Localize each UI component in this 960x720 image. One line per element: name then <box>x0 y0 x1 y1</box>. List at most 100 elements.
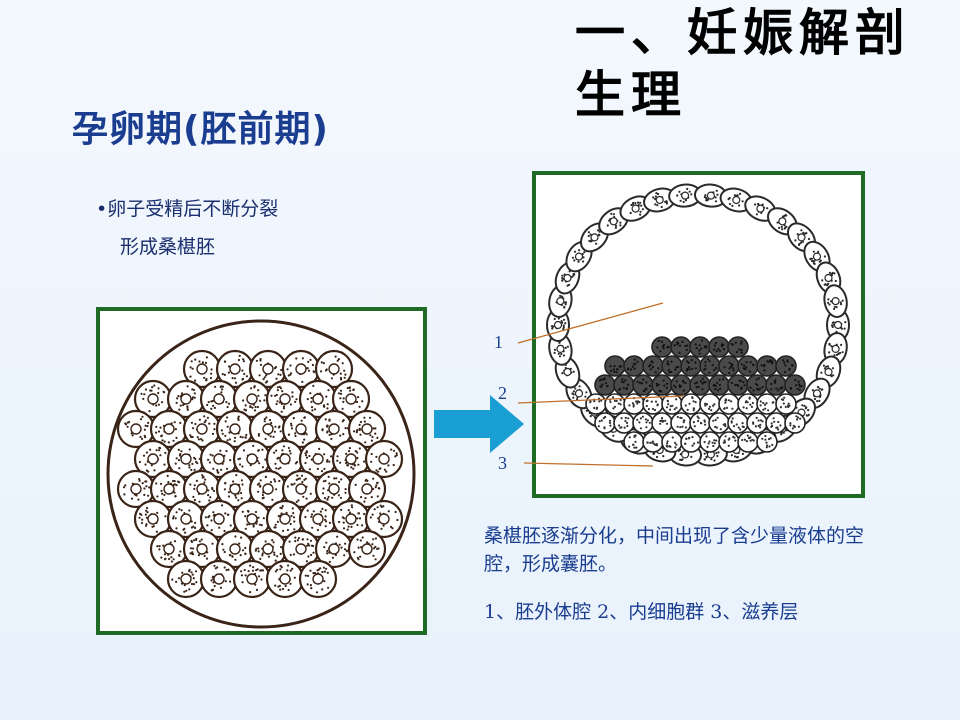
inner-cell <box>727 336 749 358</box>
bullet-text: •卵子受精后不断分裂 形成桑椹胚 <box>96 190 278 266</box>
blastocyst-figure <box>532 171 865 498</box>
inner-cell <box>642 431 664 453</box>
morula-cell <box>364 499 404 539</box>
inner-cell <box>784 412 806 434</box>
inner-cell <box>756 393 778 415</box>
inner-cell <box>756 431 778 453</box>
morula-cell <box>232 559 272 599</box>
morula-cell <box>133 379 173 419</box>
morula-cell <box>314 349 354 389</box>
inner-cell <box>670 374 692 396</box>
inner-cell <box>661 393 683 415</box>
inner-cell <box>689 374 711 396</box>
inner-cell <box>623 431 645 453</box>
trophoblast-cell <box>668 183 703 208</box>
morula-cell <box>331 379 371 419</box>
inner-cell <box>708 412 730 434</box>
morula-cell <box>248 469 288 509</box>
morula-cell <box>248 529 288 569</box>
inner-cell <box>651 374 673 396</box>
inner-cell <box>746 412 768 434</box>
morula-cell <box>199 559 239 599</box>
morula-cell <box>314 529 354 569</box>
inner-cell <box>737 431 759 453</box>
inner-cell <box>718 355 740 377</box>
inner-cell <box>594 412 616 434</box>
morula-cell <box>166 439 206 479</box>
inner-cell <box>699 393 721 415</box>
morula-cell <box>248 409 288 449</box>
inner-cell <box>718 431 740 453</box>
inner-cell <box>680 431 702 453</box>
inner-cell <box>661 355 683 377</box>
inner-cell <box>689 412 711 434</box>
morula-cell <box>265 559 305 599</box>
morula-cell <box>314 469 354 509</box>
inner-cell <box>680 355 702 377</box>
inner-cell <box>784 374 806 396</box>
inner-cell <box>613 412 635 434</box>
trophoblast-cell <box>823 284 848 318</box>
inner-cell <box>737 355 759 377</box>
inner-cell <box>727 374 749 396</box>
morula-cell <box>215 469 255 509</box>
blastocyst-illustration <box>546 183 850 467</box>
inner-cell <box>632 412 654 434</box>
inner-cell <box>670 336 692 358</box>
inner-cell <box>708 336 730 358</box>
inner-cell <box>604 393 626 415</box>
inner-cell <box>670 412 692 434</box>
inner-cell <box>613 374 635 396</box>
inner-cell <box>604 355 626 377</box>
morula-cell <box>347 529 387 569</box>
morula-cell <box>281 349 321 389</box>
inner-cell <box>765 412 787 434</box>
label-2: 2 <box>498 383 507 403</box>
morula-cell <box>166 499 206 539</box>
morula-cell <box>199 379 239 419</box>
morula-cell <box>298 559 338 599</box>
morula-cell <box>133 499 173 539</box>
description-text: 桑椹胚逐渐分化，中间出现了含少量液体的空腔，形成囊胚。 <box>484 525 865 575</box>
morula-figure <box>96 307 427 635</box>
morula-cell <box>166 559 206 599</box>
morula-cell <box>199 439 239 479</box>
morula-cell <box>298 499 338 539</box>
label-1: 1 <box>494 332 503 352</box>
inner-cell <box>585 393 607 415</box>
inner-cell <box>765 374 787 396</box>
morula-cell <box>265 439 305 479</box>
morula-cell <box>347 409 387 449</box>
morula-cell <box>298 379 338 419</box>
inner-cell <box>661 431 683 453</box>
inner-cell <box>775 393 797 415</box>
trophoblast-cell <box>803 240 831 273</box>
inner-cell <box>623 393 645 415</box>
inner-cell <box>680 393 702 415</box>
inner-cell <box>727 412 749 434</box>
inner-cell <box>718 393 740 415</box>
bullet-line-2: 形成桑椹胚 <box>120 236 216 258</box>
inner-cell <box>699 355 721 377</box>
inner-cell <box>632 374 654 396</box>
inner-cell <box>594 374 616 396</box>
inner-cell <box>756 355 778 377</box>
label-3: 3 <box>498 453 507 473</box>
morula-cell <box>364 439 404 479</box>
arrow-right-icon <box>434 395 524 453</box>
slide-subtitle: 孕卵期(胚前期) <box>72 109 329 150</box>
inner-cell <box>699 431 721 453</box>
morula-cell <box>149 469 189 509</box>
trophoblast-cell <box>643 187 677 213</box>
inner-cell <box>651 336 673 358</box>
legend-text: 1、胚外体腔 2、内细胞群 3、滋养层 <box>484 601 799 623</box>
morula-cell <box>199 499 239 539</box>
morula-illustration <box>106 319 416 629</box>
inner-cell <box>642 393 664 415</box>
inner-cell <box>746 374 768 396</box>
inner-cell <box>623 355 645 377</box>
inner-cell <box>708 374 730 396</box>
inner-cell <box>689 336 711 358</box>
morula-cell <box>116 409 156 449</box>
inner-cell <box>775 355 797 377</box>
